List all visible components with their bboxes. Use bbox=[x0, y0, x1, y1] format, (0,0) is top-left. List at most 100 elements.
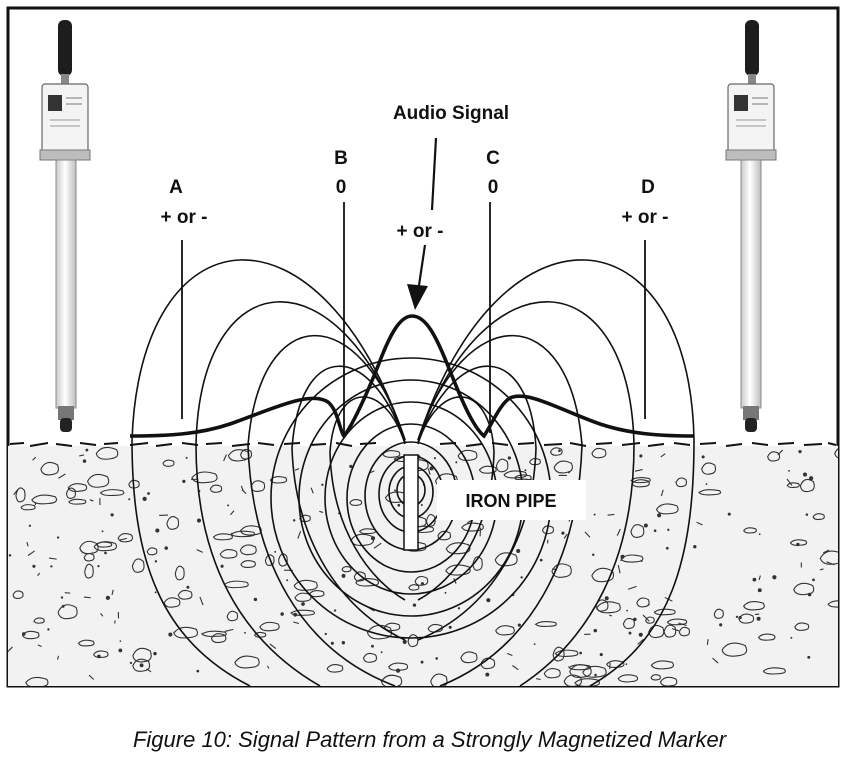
soil-pebble bbox=[15, 487, 26, 503]
soil-pebble bbox=[341, 565, 352, 573]
soil-dash bbox=[223, 454, 227, 462]
soil-speck bbox=[371, 644, 374, 648]
soil-speck bbox=[227, 504, 230, 507]
soil-pebble bbox=[834, 448, 838, 459]
soil-speck bbox=[341, 573, 346, 578]
soil-dash bbox=[32, 456, 37, 461]
soil-speck bbox=[485, 672, 490, 677]
soil-speck bbox=[429, 466, 434, 471]
soil-pebble bbox=[20, 504, 36, 511]
soil-dash bbox=[58, 473, 66, 479]
soil-dash bbox=[240, 485, 244, 492]
soil-speck bbox=[455, 461, 458, 464]
soil-speck bbox=[394, 489, 397, 492]
label-d-value: + or - bbox=[622, 207, 669, 228]
soil-speck bbox=[186, 585, 190, 589]
soil-speck bbox=[638, 632, 643, 637]
soil-pebble bbox=[461, 522, 484, 532]
soil-dash bbox=[758, 575, 761, 581]
soil-dash bbox=[230, 510, 235, 516]
soil-pebble bbox=[408, 584, 420, 591]
soil-pebble bbox=[212, 533, 233, 541]
soil-pebble bbox=[678, 626, 691, 637]
audio-signal-label: Audio Signal bbox=[393, 103, 509, 124]
soil-dash bbox=[706, 639, 709, 645]
soil-speck bbox=[701, 455, 705, 459]
soil-dash bbox=[563, 533, 568, 539]
soil-speck bbox=[104, 551, 107, 555]
soil-pebble bbox=[793, 582, 815, 596]
soil-dash bbox=[266, 665, 270, 669]
soil-speck bbox=[579, 651, 582, 655]
soil-pebble bbox=[162, 459, 175, 467]
soil-pebble bbox=[445, 542, 471, 555]
soil-dash bbox=[79, 454, 85, 457]
soil-pebble bbox=[529, 458, 541, 466]
soil-pebble bbox=[630, 524, 645, 538]
soil-speck bbox=[633, 617, 637, 622]
soil-pebble bbox=[68, 498, 87, 505]
soil-pebble bbox=[31, 494, 58, 505]
soil-speck bbox=[807, 655, 811, 659]
soil-pebble bbox=[827, 600, 838, 608]
soil-ground bbox=[8, 446, 838, 686]
soil-pebble bbox=[174, 565, 185, 581]
soil-speck bbox=[812, 578, 815, 582]
soil-pebble bbox=[299, 514, 311, 523]
soil-pebble bbox=[83, 552, 95, 562]
soil-pebble bbox=[250, 480, 266, 493]
soil-speck bbox=[626, 609, 629, 612]
soil-speck bbox=[97, 565, 100, 568]
soil-pebble bbox=[269, 476, 288, 484]
soil-pebble bbox=[240, 448, 253, 460]
soil-pebble bbox=[239, 544, 257, 556]
soil-speck bbox=[620, 559, 622, 562]
audio-signal-pointer-lower bbox=[416, 244, 427, 293]
iron-pipe bbox=[403, 454, 419, 551]
soil-speck bbox=[435, 657, 438, 660]
soil-speck bbox=[643, 523, 648, 528]
soil-dash bbox=[27, 550, 35, 557]
soil-dash bbox=[642, 614, 650, 622]
soil-pebble bbox=[631, 479, 650, 488]
soil-speck bbox=[28, 524, 32, 527]
soil-pebble bbox=[293, 579, 318, 591]
soil-speck bbox=[333, 609, 337, 612]
soil-speck bbox=[420, 582, 425, 586]
soil-dash bbox=[269, 643, 277, 649]
soil-speck bbox=[599, 652, 603, 657]
soil-dash bbox=[26, 541, 29, 547]
soil-dash bbox=[37, 644, 42, 647]
soil-speck bbox=[486, 598, 491, 603]
soil-speck bbox=[168, 632, 173, 637]
soil-speck bbox=[516, 548, 521, 553]
soil-dash bbox=[83, 596, 91, 599]
soil-pebble bbox=[21, 630, 40, 640]
soil-pebble bbox=[210, 633, 227, 644]
iron-pipe-label: IRON PIPE bbox=[465, 491, 556, 511]
soil-pebble bbox=[630, 477, 651, 484]
soil-pebble bbox=[653, 608, 676, 616]
soil-speck bbox=[558, 449, 561, 453]
soil-dash bbox=[535, 678, 541, 681]
soil-dash bbox=[49, 557, 57, 560]
soil-speck bbox=[752, 577, 757, 582]
soil-pebble bbox=[223, 580, 249, 589]
soil-speck bbox=[118, 648, 123, 653]
soil-dash bbox=[8, 646, 13, 653]
soil-pebble bbox=[494, 552, 518, 567]
soil-pebble bbox=[701, 462, 717, 475]
soil-pebble bbox=[219, 549, 238, 559]
soil-speck bbox=[119, 640, 122, 642]
soil-speck bbox=[97, 654, 101, 659]
soil-pebble bbox=[799, 478, 815, 493]
soil-pebble bbox=[132, 658, 151, 672]
soil-speck bbox=[805, 513, 809, 516]
soil-pebble bbox=[591, 567, 615, 583]
soil-dash bbox=[608, 614, 613, 617]
soil-pebble bbox=[543, 667, 561, 679]
soil-dash bbox=[512, 665, 519, 671]
soil-dash bbox=[637, 638, 644, 645]
soil-pebble bbox=[93, 541, 118, 552]
